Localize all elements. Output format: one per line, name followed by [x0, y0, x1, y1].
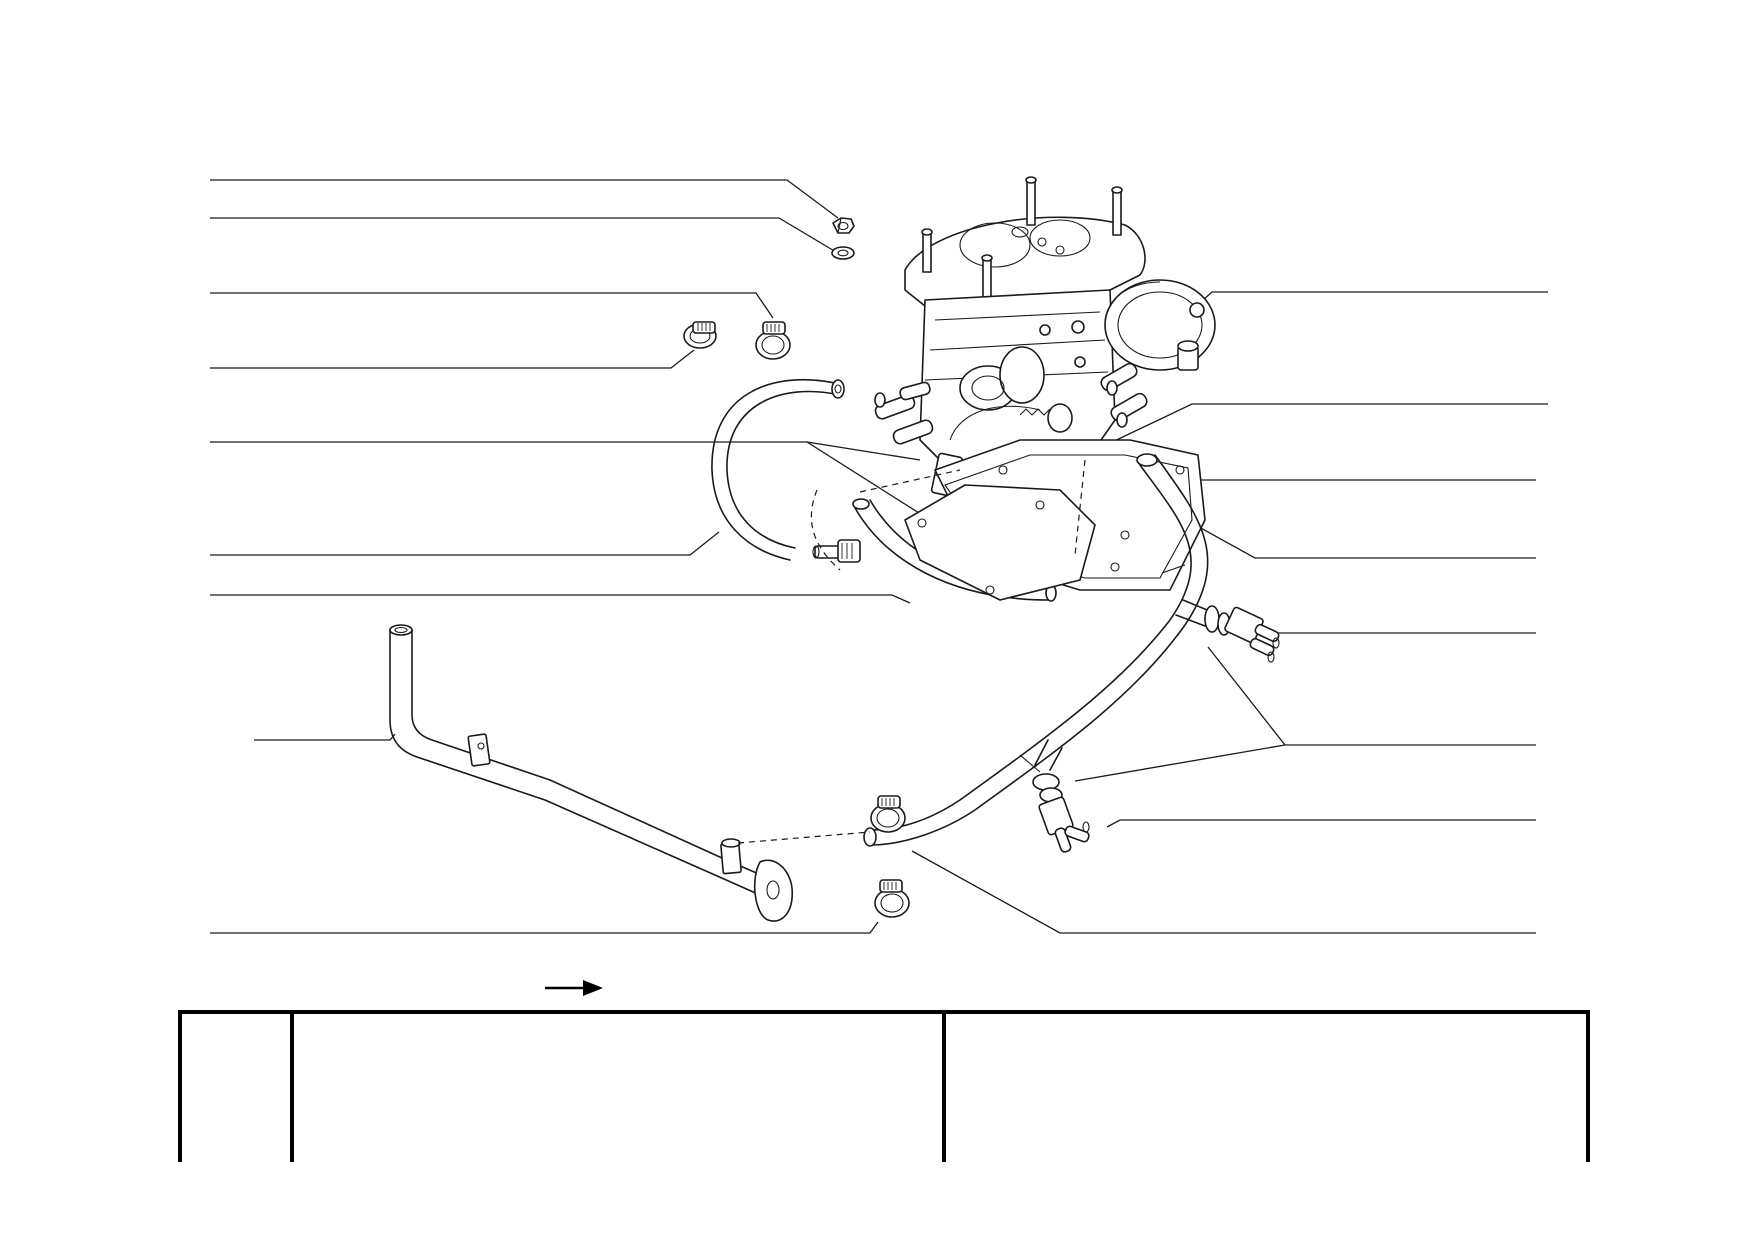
sensor-lower	[1032, 773, 1090, 853]
t-hose	[869, 453, 1213, 846]
vacuum-capsule	[1104, 279, 1216, 371]
leader-lines-left	[210, 179, 921, 934]
title-block-frame	[178, 1010, 1590, 1162]
hose-clamp-middle	[863, 795, 906, 847]
washer	[831, 246, 855, 260]
leader-11	[1105, 403, 1548, 446]
leader-6	[210, 531, 720, 556]
leader-2	[210, 217, 837, 253]
title-block-cell-3	[946, 1012, 1590, 1186]
leader-14	[1261, 632, 1536, 638]
leader-8	[254, 733, 396, 741]
leader-5b	[806, 441, 921, 461]
leader-9	[210, 921, 879, 934]
coolant-pipe	[389, 624, 793, 922]
leader-7	[210, 594, 911, 604]
title-block	[178, 1012, 1588, 1162]
title-block-cell-1	[178, 1012, 292, 1186]
assembly-guide-lines	[737, 459, 1086, 844]
sensor-upper	[1204, 605, 1280, 663]
leader-15	[1207, 646, 1536, 746]
leader-3	[210, 292, 774, 319]
leader-10	[1191, 291, 1548, 311]
hose-clamp-upper-left	[683, 321, 717, 349]
leader-16	[1106, 819, 1536, 828]
hose-u	[711, 379, 845, 561]
leader-17	[911, 850, 1536, 934]
right-arrow-icon	[545, 980, 603, 996]
leader-15b	[1074, 744, 1286, 782]
title-block-cell-2	[293, 1012, 942, 1186]
nipple-adapter	[812, 539, 861, 563]
leader-1	[210, 179, 839, 219]
gasket	[904, 484, 1096, 601]
leader-4	[210, 349, 695, 369]
leader-12	[1175, 471, 1536, 481]
hose-clamp-lower	[874, 879, 910, 918]
nut	[832, 217, 855, 234]
hose-clamp-upper-right	[755, 321, 791, 360]
